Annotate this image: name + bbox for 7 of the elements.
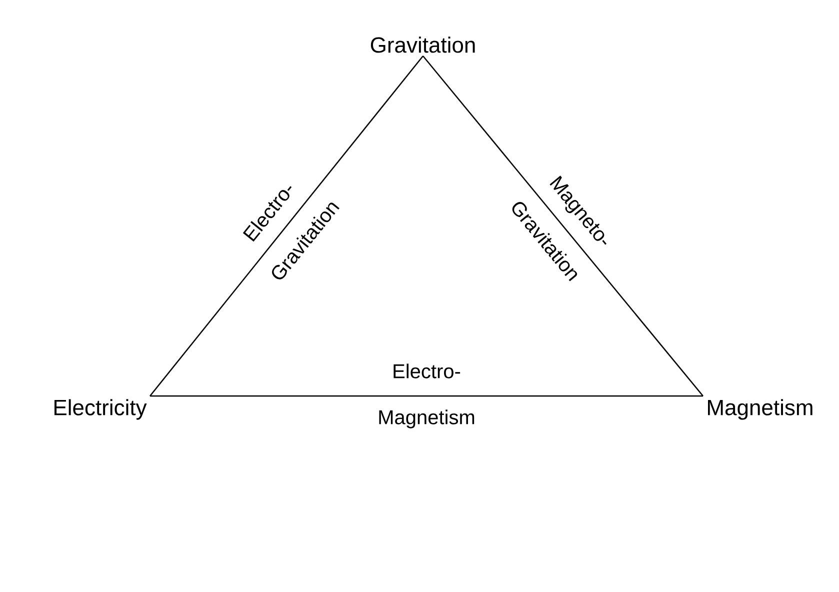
- edge-label: Electro- Magnetism: [379, 364, 474, 428]
- triangle-side: [150, 395, 703, 397]
- triangle-side: [422, 56, 704, 396]
- triangle-side: [150, 56, 424, 396]
- corner-label: Magnetism: [708, 399, 812, 420]
- corner-label: Electricity: [54, 399, 147, 420]
- corner-label: Gravitation: [370, 36, 475, 53]
